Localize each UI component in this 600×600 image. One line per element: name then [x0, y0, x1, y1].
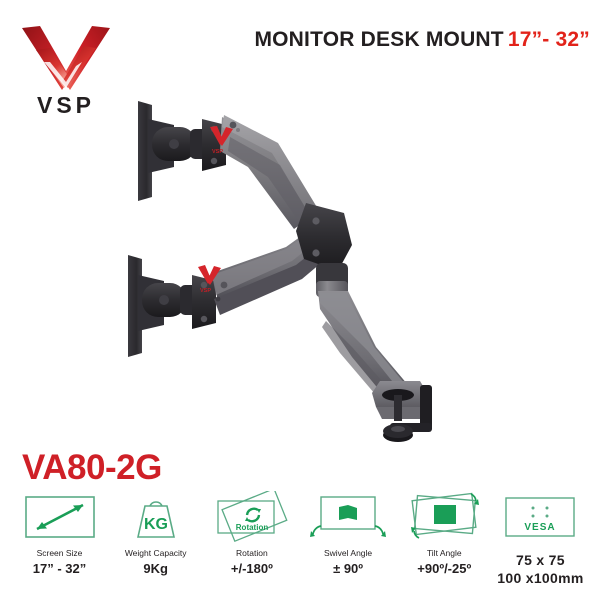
spec-vesa: VESA VESA 75 x 75 100 x100mm — [493, 492, 588, 587]
spec-rotation-label: Rotation — [236, 548, 268, 558]
spec-swivel-angle-label: Swivel Angle — [323, 548, 373, 558]
svg-text:VSP: VSP — [212, 149, 223, 155]
svg-text:VSP: VSP — [200, 288, 211, 294]
screen-size-diagonal-arrow-icon — [24, 496, 95, 538]
monitor-desk-mount-illustration-icon: VSP — [128, 101, 432, 442]
weight-capacity-kg-icon: KG — [136, 501, 175, 538]
rotation-circular-arrows-icon: Rotation — [217, 491, 288, 543]
spec-vesa-value: 75 x 75 100 x100mm — [497, 552, 584, 586]
spec-row: Screen Size 17” - 32” KG Weight Capacity… — [0, 491, 600, 592]
spec-rotation-icon-wrap: Rotation — [213, 491, 291, 543]
page-title-main: MONITOR DESK MOUNT — [254, 28, 504, 51]
spec-weight-capacity-value: 9Kg — [143, 561, 168, 577]
upper-tilt-joint — [152, 119, 226, 171]
spec-screen-size-value: 17” - 32” — [32, 561, 87, 577]
page-title-accent: 17”- 32” — [507, 28, 590, 51]
vesa-pattern-icon: VESA — [505, 497, 576, 537]
spec-tilt-angle: Tilt Angle +90º/-25º — [397, 492, 492, 577]
lower-tilt-joint — [142, 275, 216, 329]
spec-screen-size-icon-wrap — [24, 492, 96, 542]
spec-swivel-angle-value: ± 90º — [333, 561, 364, 577]
spec-weight-capacity-label: Weight Capacity — [124, 548, 187, 558]
lower-arm-vsp-decal: VSP — [198, 265, 221, 294]
spec-rotation-value: +/-180º — [230, 561, 273, 577]
spec-vesa-icon-wrap: VESA — [503, 492, 577, 542]
product-model-code: VA80-2G — [22, 448, 162, 487]
upper-arm-vsp-decal: VSP — [210, 126, 233, 155]
spec-tilt-angle-label: Tilt Angle — [426, 548, 462, 558]
spec-weight-capacity-icon-wrap: KG — [123, 492, 189, 542]
spec-screen-size: Screen Size 17” - 32” — [12, 492, 107, 577]
center-pivot-hub — [296, 203, 352, 297]
spec-screen-size-label: Screen Size — [36, 548, 83, 558]
rotation-icon-text: Rotation — [236, 523, 269, 532]
spec-weight-capacity: KG Weight Capacity 9Kg — [108, 492, 203, 577]
vesa-icon-text: VESA — [525, 522, 556, 533]
vsp-v-checkmark-logo-icon — [22, 26, 110, 90]
desk-clamp-base — [372, 381, 432, 442]
brand-logo: VSP — [18, 22, 114, 122]
spec-rotation: Rotation Rotation +/-180º — [204, 491, 299, 577]
spec-tilt-angle-icon-wrap — [403, 492, 485, 542]
spec-swivel-angle: Swivel Angle ± 90º — [301, 492, 396, 577]
swivel-angle-icon — [310, 496, 387, 537]
brand-wordmark: VSP — [36, 92, 96, 118]
spec-swivel-angle-icon-wrap — [308, 492, 388, 542]
product-image: VSP — [90, 85, 530, 445]
spec-tilt-angle-value: +90º/-25º — [417, 561, 472, 577]
weight-capacity-icon-text: KG — [144, 516, 168, 533]
tilt-angle-icon — [411, 492, 480, 539]
